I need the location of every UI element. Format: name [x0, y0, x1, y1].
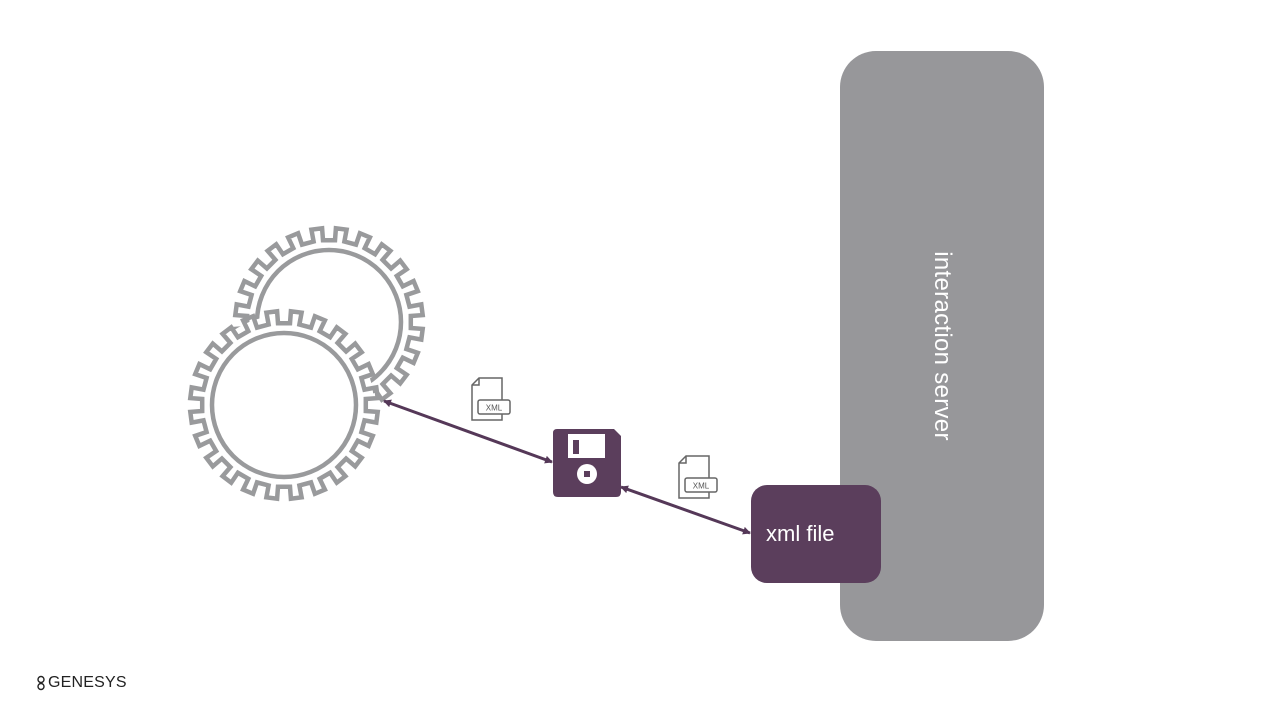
xml-document-label: XML	[486, 404, 503, 413]
gear-teeth-outline	[187, 308, 381, 502]
genesys-logo-text: GENESYS	[48, 674, 127, 691]
genesys-logo-icon	[37, 675, 45, 691]
xml-document-icon: XML	[678, 455, 718, 499]
xml-document-label: XML	[693, 482, 710, 491]
floppy-disk-icon	[553, 429, 621, 497]
xml-document-icon: XML	[471, 377, 511, 421]
gear-inner-ring	[209, 330, 359, 480]
xml-file-box: xml file	[751, 485, 881, 583]
storage-xmlfile-arrow	[620, 485, 751, 535]
gears-icon	[187, 225, 426, 502]
gear-front-icon	[187, 308, 381, 502]
gears-storage-arrow	[383, 399, 553, 464]
xml-file-label: xml file	[766, 521, 835, 546]
genesys-logo: GENESYS	[36, 674, 127, 692]
